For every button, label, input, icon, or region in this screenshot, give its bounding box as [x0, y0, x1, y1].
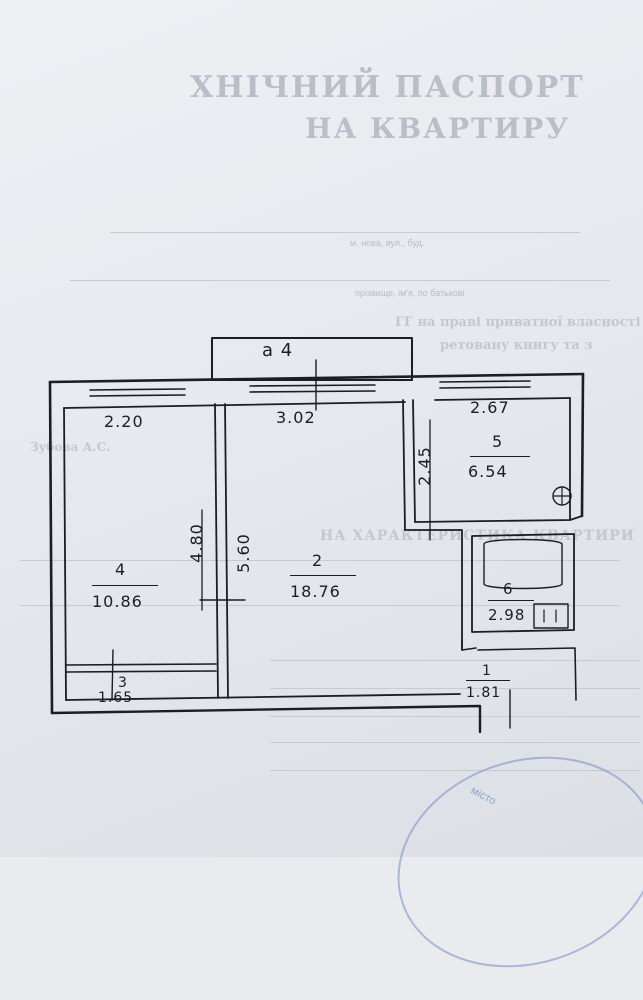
form-caption-address: м. нова, вул., буд. [350, 238, 425, 248]
form-rule [270, 660, 640, 661]
partition-4-2 [214, 403, 229, 699]
room-6-fraction-line [488, 600, 534, 601]
bathroom-walls [471, 533, 575, 633]
room-4-number: 4 [115, 560, 127, 579]
form-rule [110, 232, 580, 233]
inner-wall-top [63, 397, 571, 409]
room1-walls [477, 647, 577, 701]
sink [533, 603, 569, 629]
room-3-area: 1.65 [98, 690, 134, 706]
room-5-number: 5 [492, 432, 504, 451]
document-title-line2: НА КВАРТИРУ [305, 112, 571, 145]
room-5-fraction-line [470, 456, 530, 457]
inner-wall-bottom [65, 693, 461, 701]
room-5-area: 6.54 [468, 462, 508, 481]
stove-cross [553, 487, 571, 505]
outer-wall-right [580, 372, 585, 518]
room-6-area: 2.98 [488, 606, 526, 624]
window-strips [89, 380, 531, 397]
form-rule [270, 716, 640, 717]
document-title-line1: ХНІЧНИЙ ПАСПОРТ [190, 70, 585, 105]
room-2-fraction-line [290, 575, 356, 576]
room-4-fraction-line [92, 585, 158, 586]
outer-wall-bottom [50, 704, 482, 734]
form-rule [20, 560, 620, 561]
form-rule [270, 688, 640, 689]
room-6-number: 6 [503, 580, 514, 598]
form-rule [270, 742, 640, 743]
bathtub [483, 538, 563, 590]
form-rule [270, 770, 640, 771]
room-1-area: 1.81 [466, 685, 502, 701]
form-rule [70, 280, 610, 281]
dimension-room4-depth: 4.80 [186, 523, 206, 563]
background-book-line: ретовану книгу та з [440, 338, 593, 353]
floor-plan [48, 337, 585, 734]
room5-corner [569, 515, 583, 521]
form-caption-name: прізвище, ім'я, по батькові [355, 288, 465, 298]
balcony-label: а 4 [262, 340, 294, 361]
outer-wall-left [48, 380, 54, 715]
room-4-area: 10.86 [92, 592, 143, 611]
room-1-number: 1 [482, 663, 492, 679]
inner-wall-left [63, 407, 67, 701]
room-2-number: 2 [312, 551, 324, 570]
dimension-room2-width: 3.02 [276, 408, 316, 427]
background-ownership-line: ГГ на праві приватної власності [395, 315, 641, 330]
room3-door-mark [111, 649, 114, 701]
balcony-outline [211, 337, 413, 381]
form-rule [20, 605, 620, 606]
room-2-area: 18.76 [290, 582, 341, 601]
room-3-number: 3 [118, 675, 128, 691]
room-1-fraction-line [466, 680, 510, 681]
dimension-room5-depth: 2.45 [414, 446, 434, 486]
room1-wall [461, 639, 477, 651]
room5-wall-left [402, 399, 416, 531]
dimension-room4-width: 2.20 [104, 412, 144, 431]
paper-background [0, 0, 643, 857]
room3-partition [65, 663, 217, 673]
dimension-room2-depth: 5.60 [233, 533, 253, 573]
dimension-room5-width: 2.67 [470, 398, 510, 417]
sink-detail [543, 609, 557, 623]
corridor-wall [404, 529, 463, 651]
stove-circle [552, 486, 572, 506]
